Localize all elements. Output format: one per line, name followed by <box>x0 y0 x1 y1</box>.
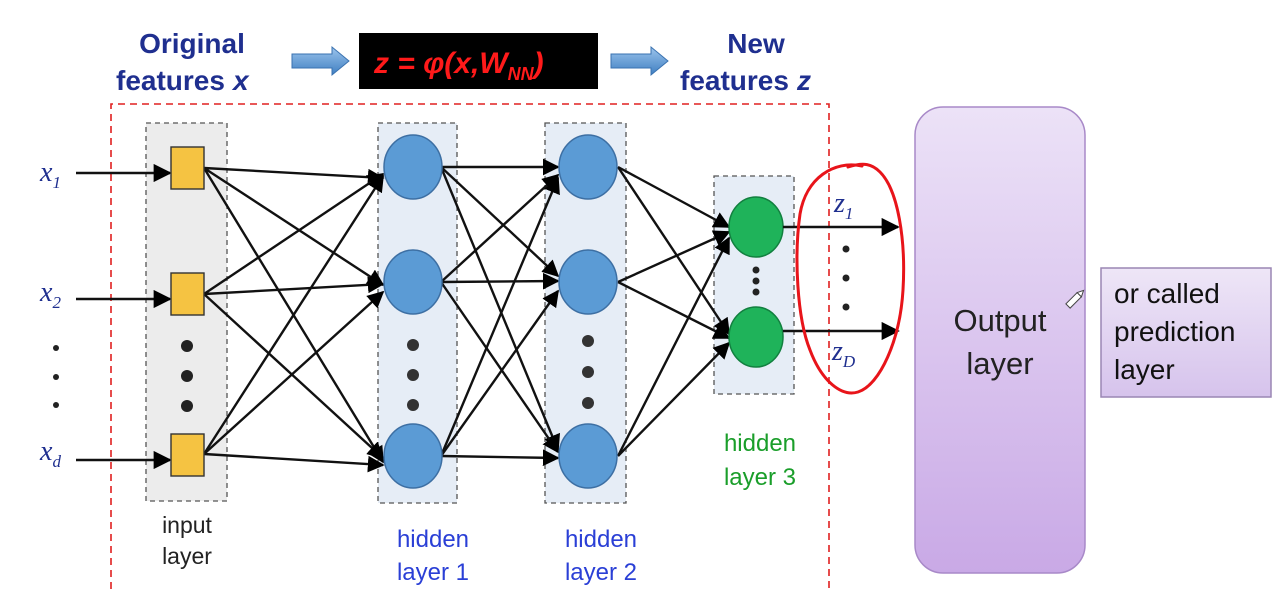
arrow-to-formula <box>291 45 350 77</box>
hidden2-node-1 <box>558 134 618 200</box>
arrow-from-formula <box>610 45 669 77</box>
input-label-1: x1 <box>39 157 61 192</box>
hidden2-node-n <box>558 423 618 489</box>
output-label-z1: z1 <box>833 188 853 223</box>
hidden-layer-1-label-line1: hidden <box>397 526 469 553</box>
input-labels-ellipsis <box>53 345 59 408</box>
red-annotation-circle <box>795 162 906 395</box>
original-features-line1: Original <box>139 28 245 59</box>
input-layer-label-line1: input <box>162 512 212 538</box>
connections-hidden1-hidden2 <box>439 158 560 467</box>
output-label-zD: zD <box>831 336 856 371</box>
input-label-d: xd <box>39 436 61 471</box>
formula-box <box>359 33 598 89</box>
new-features-line1: New <box>727 28 785 59</box>
hidden3-node-1 <box>728 196 784 258</box>
prediction-layer-callout <box>1100 267 1272 398</box>
output-layer-label-line2: layer <box>966 346 1033 381</box>
hidden3-node-D <box>728 306 784 368</box>
callout-line3: layer <box>1114 354 1175 385</box>
hidden-layer-3-label-line1: hidden <box>724 430 796 457</box>
formula-text: z = φ(x,WNN) <box>373 47 544 84</box>
input-node-2 <box>170 272 205 316</box>
hidden1-node-1 <box>383 134 443 200</box>
hidden1-node-n <box>383 423 443 489</box>
hidden-layer-3-label-line2: layer 3 <box>724 464 796 491</box>
feature-extractor-frame <box>110 103 830 589</box>
hidden-layer-2-label-line2: layer 2 <box>565 559 637 586</box>
hidden3-ellipsis <box>752 266 760 296</box>
input-layer-ellipsis <box>181 340 193 412</box>
connections-hidden2-hidden3 <box>616 165 731 457</box>
output-layer-box <box>914 106 1086 574</box>
input-layer-label-line2: layer <box>162 543 212 569</box>
callout-line2: prediction <box>1114 316 1235 347</box>
hidden-layer-1-label-line2: layer 1 <box>397 559 469 586</box>
output-feature-ellipsis <box>842 245 850 311</box>
input-node-1 <box>170 146 205 190</box>
hidden2-ellipsis <box>582 335 594 409</box>
feature-output-arrows <box>783 217 900 341</box>
hidden2-node-2 <box>558 249 618 315</box>
input-label-2: x2 <box>39 277 61 312</box>
hidden-layer-2-label-line1: hidden <box>565 526 637 553</box>
output-layer-label-line1: Output <box>953 303 1046 338</box>
input-arrows <box>76 163 172 470</box>
pencil-icon <box>1065 289 1085 309</box>
callout-line1: or called <box>1114 278 1220 309</box>
connections-input-hidden1 <box>202 166 385 473</box>
hidden1-node-2 <box>383 249 443 315</box>
input-node-d <box>170 433 205 477</box>
hidden1-ellipsis <box>407 339 419 411</box>
